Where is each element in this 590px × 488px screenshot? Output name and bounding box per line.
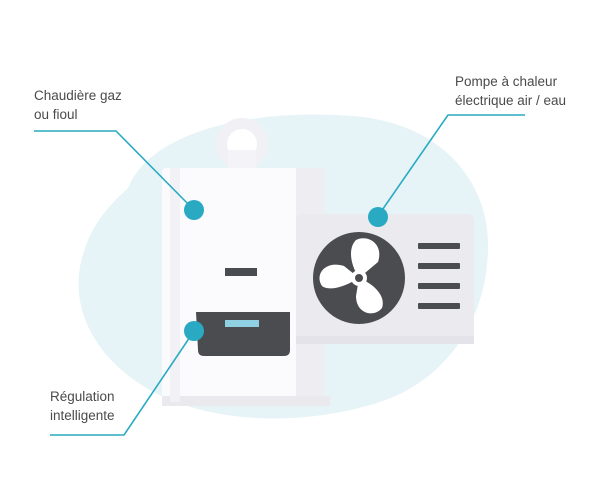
callout-dot-regulation (184, 321, 204, 341)
label-regulation-line2: intelligente (50, 408, 115, 423)
label-heat-pump: Pompe à chaleur électrique air / eau (455, 72, 566, 110)
label-boiler-line2: ou fioul (34, 107, 78, 122)
boiler-slot (225, 268, 257, 276)
label-heat-pump-line1: Pompe à chaleur (455, 74, 558, 89)
label-regulation-line1: Régulation (50, 389, 115, 404)
callout-dot-heat-pump (368, 207, 388, 227)
callout-dot-boiler (184, 200, 204, 220)
heat-pump-unit (296, 214, 474, 344)
leader-lines (34, 114, 525, 436)
boiler-exhaust (216, 118, 268, 174)
fan-icon (313, 232, 405, 324)
label-boiler: Chaudière gaz ou fioul (34, 86, 122, 124)
vent-grille-icon (418, 243, 460, 309)
label-regulation: Régulation intelligente (50, 387, 115, 425)
display-screen (225, 320, 259, 327)
leader-line-boiler (34, 130, 195, 211)
label-heat-pump-line2: électrique air / eau (455, 93, 567, 108)
leader-line-heat-pump (377, 114, 525, 217)
leader-line-regulation (50, 330, 195, 436)
label-boiler-line1: Chaudière gaz (34, 88, 122, 103)
control-panel-icon (196, 312, 290, 356)
